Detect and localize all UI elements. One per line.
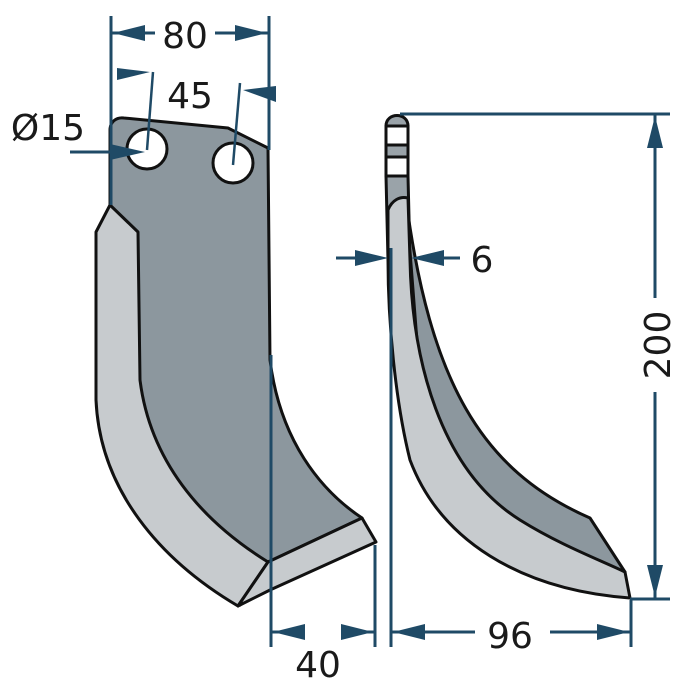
label-tip-width-40: 40 — [295, 645, 341, 686]
arrow-40-left — [273, 624, 305, 640]
blade-edge-side — [386, 196, 632, 600]
arrow-80-right — [235, 25, 267, 41]
dimension-45: 45 — [117, 68, 276, 166]
shank-slot-bottom — [384, 155, 410, 178]
dimension-diameter-15: Ø15 — [11, 108, 145, 160]
arrow-diameter — [110, 144, 145, 160]
arrow-80-left — [113, 25, 145, 41]
arrow-40-right — [341, 624, 373, 640]
dimension-thickness-6: 6 — [336, 240, 493, 281]
arrow-6-left — [355, 250, 388, 266]
arrow-200-top — [647, 116, 663, 148]
label-hole-diameter: Ø15 — [11, 108, 85, 149]
dimension-96: 96 — [389, 248, 633, 657]
label-depth-96: 96 — [487, 616, 533, 657]
dimension-40: 40 — [269, 355, 377, 686]
arrow-45-left — [117, 68, 150, 80]
arrow-96-right — [597, 624, 629, 640]
shank-slot-top — [384, 124, 410, 147]
label-hole-spacing-45: 45 — [167, 76, 213, 117]
label-width-80: 80 — [162, 16, 208, 57]
label-thickness-6: 6 — [471, 240, 494, 281]
arrow-6-right — [411, 250, 444, 266]
front-view — [94, 116, 378, 608]
arrow-96-left — [393, 624, 425, 640]
side-view — [384, 114, 632, 600]
arrow-45-right — [243, 86, 276, 102]
dimension-80: 80 — [109, 16, 271, 205]
arrow-200-bottom — [647, 565, 663, 597]
label-height-200: 200 — [638, 311, 679, 380]
dimension-200: 200 — [400, 112, 679, 601]
